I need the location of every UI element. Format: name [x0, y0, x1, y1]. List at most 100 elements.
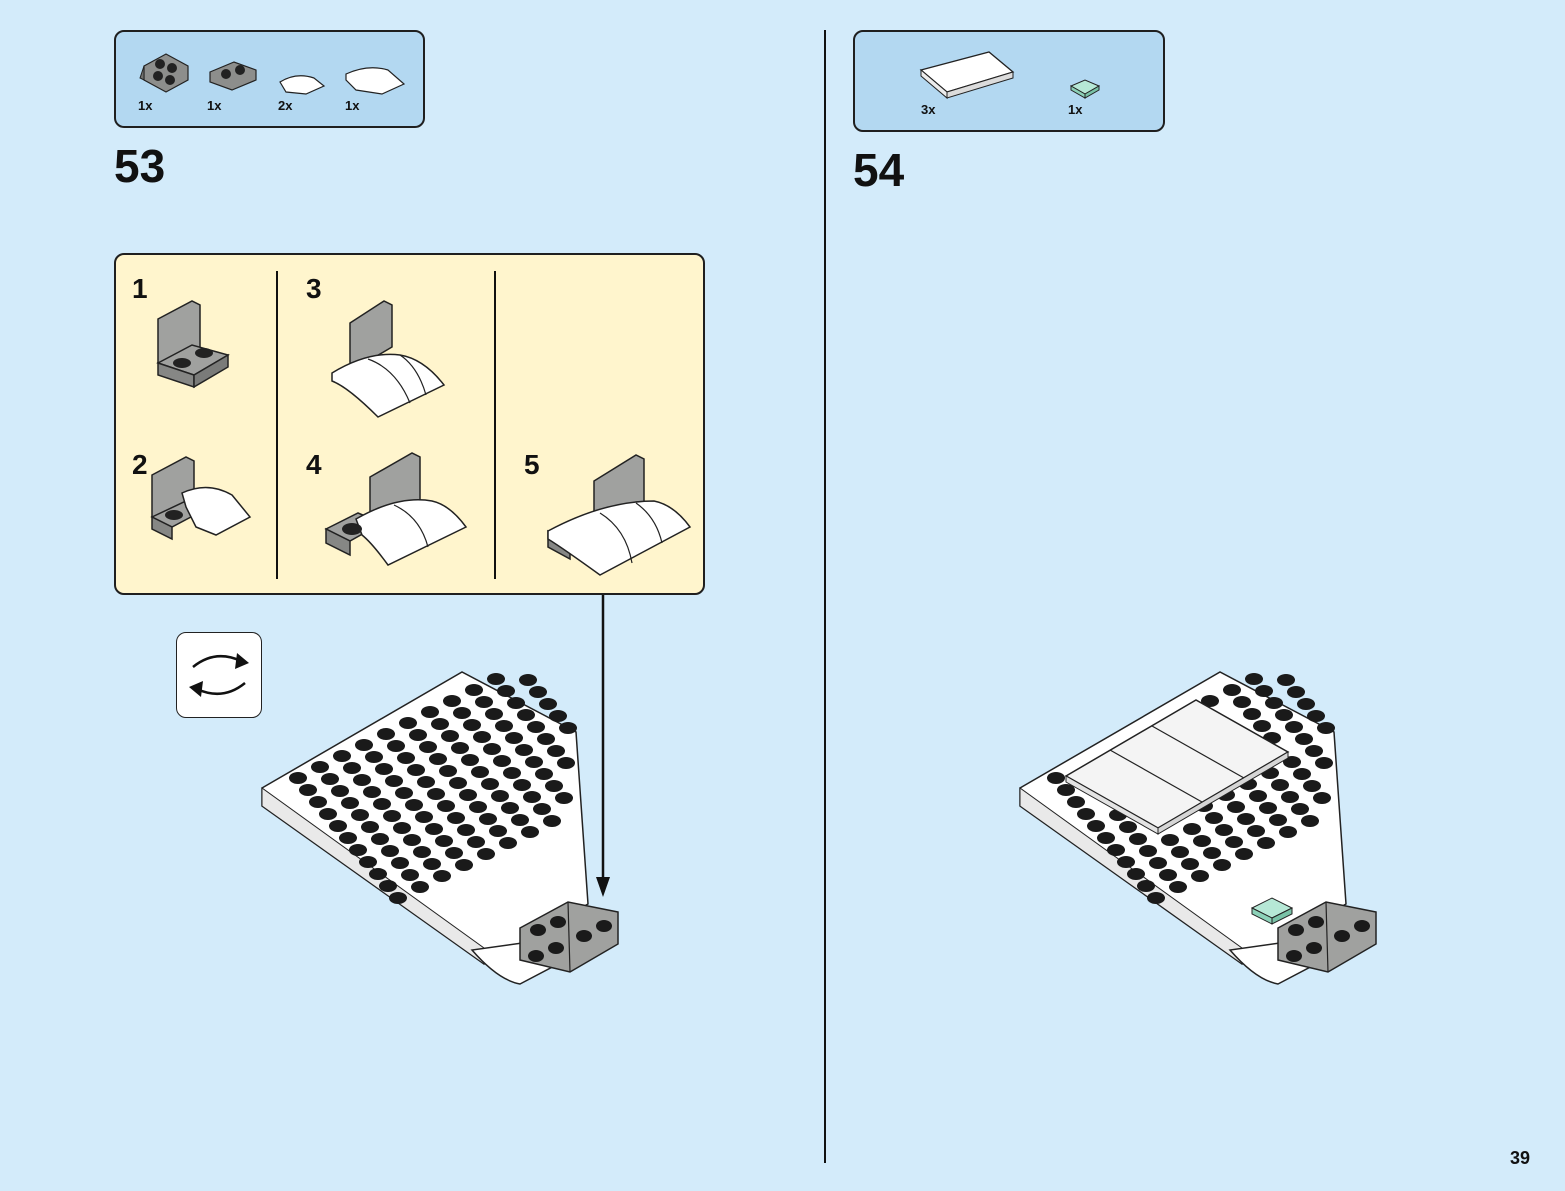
stud: [527, 721, 545, 733]
stud: [355, 739, 373, 751]
stud: [499, 837, 517, 849]
bracket-2x2-dark-gray-icon: [136, 46, 196, 96]
step-53-main-model-illustration: [258, 668, 628, 998]
part-qty: 2x: [278, 98, 292, 113]
stud: [451, 742, 469, 754]
stud: [333, 750, 351, 762]
step-54-main-model-illustration: [1016, 668, 1386, 998]
stud: [483, 743, 501, 755]
stud: [525, 756, 543, 768]
stud: [537, 733, 555, 745]
stud: [423, 858, 441, 870]
stud: [475, 696, 493, 708]
parts-list-step-54: 3x 1x: [853, 30, 1165, 132]
stud: [533, 803, 551, 815]
stud: [535, 768, 553, 780]
stud: [381, 845, 399, 857]
stud: [419, 741, 437, 753]
stud: [545, 780, 563, 792]
stud: [329, 820, 347, 832]
stud: [495, 720, 513, 732]
stud: [391, 857, 409, 869]
substep-3-slopes-illustration: [328, 295, 452, 425]
stud: [1279, 826, 1297, 838]
stud: [447, 812, 465, 824]
curved-slope-small-white-icon: [276, 70, 326, 98]
stud: [375, 763, 393, 775]
stud: [493, 755, 511, 767]
stud: [1305, 745, 1323, 757]
stud: [1169, 881, 1187, 893]
stud: [429, 753, 447, 765]
stud: [351, 809, 369, 821]
stud: [343, 762, 361, 774]
stud: [1281, 791, 1299, 803]
tile-1x1-trans-clear-icon: [1067, 76, 1103, 102]
stud: [341, 797, 359, 809]
stud: [1097, 832, 1115, 844]
stud: [1275, 709, 1293, 721]
stud: [1233, 696, 1251, 708]
stud: [523, 791, 541, 803]
stud: [507, 697, 525, 709]
stud: [309, 796, 327, 808]
substep-divider: [494, 271, 496, 579]
stud: [1243, 708, 1261, 720]
stud: [1227, 801, 1245, 813]
stud: [397, 752, 415, 764]
stud: [497, 685, 515, 697]
stud: [299, 784, 317, 796]
stud: [1291, 803, 1309, 815]
stud: [519, 674, 537, 686]
stud: [415, 811, 433, 823]
stud: [505, 732, 523, 744]
stud: [411, 881, 429, 893]
stud: [1265, 697, 1283, 709]
part-qty: 1x: [207, 98, 221, 113]
stud: [1247, 825, 1265, 837]
substep-divider: [276, 271, 278, 579]
stud: [1307, 710, 1325, 722]
stud: [1225, 836, 1243, 848]
stud: [1129, 833, 1147, 845]
stud: [1215, 824, 1233, 836]
stud: [1067, 796, 1085, 808]
stud: [557, 757, 575, 769]
stud: [1203, 847, 1221, 859]
stud: [439, 765, 457, 777]
tile-white-icon: [917, 48, 1017, 102]
stud: [455, 859, 473, 871]
substep-callout: 1 2 3 4 5: [114, 253, 705, 595]
stud: [393, 822, 411, 834]
stud: [425, 823, 443, 835]
stud: [513, 779, 531, 791]
stud: [465, 684, 483, 696]
stud: [321, 773, 339, 785]
stud: [1253, 720, 1271, 732]
stud: [339, 832, 357, 844]
stud: [331, 785, 349, 797]
stud: [1245, 673, 1263, 685]
stud: [359, 856, 377, 868]
substep-number-3: 3: [306, 275, 322, 303]
stud: [481, 778, 499, 790]
substep-number-4: 4: [306, 451, 322, 479]
stud: [1237, 813, 1255, 825]
stud: [521, 826, 539, 838]
stud: [1183, 823, 1201, 835]
stud: [371, 833, 389, 845]
stud: [1271, 779, 1289, 791]
part-qty: 3x: [921, 102, 935, 117]
stud: [479, 813, 497, 825]
stud: [385, 775, 403, 787]
stud: [1087, 820, 1105, 832]
stud: [319, 808, 337, 820]
stud: [435, 835, 453, 847]
stud: [1139, 845, 1157, 857]
stud: [1137, 880, 1155, 892]
stud: [471, 766, 489, 778]
stud: [1047, 772, 1065, 784]
stud: [1213, 859, 1231, 871]
stud: [1127, 868, 1145, 880]
stud: [409, 729, 427, 741]
